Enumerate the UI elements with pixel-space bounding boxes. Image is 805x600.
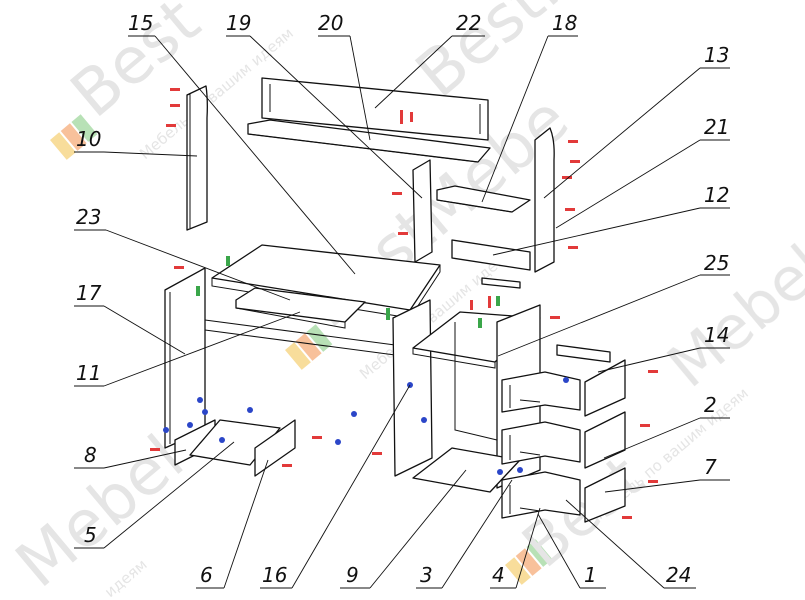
watermark-logo-top bbox=[50, 114, 98, 160]
part-6-drawer-front bbox=[254, 419, 296, 477]
callout-17: 17 bbox=[76, 281, 102, 305]
part-12-front-panel bbox=[451, 239, 531, 271]
callout-14: 14 bbox=[704, 323, 729, 347]
callout-21: 21 bbox=[704, 115, 729, 139]
part-7-drawer-front bbox=[584, 467, 626, 523]
part-16-middle-panel bbox=[392, 299, 433, 477]
pedestal-drawer-2 bbox=[501, 421, 581, 465]
pedestal-drawer-3 bbox=[501, 471, 581, 519]
leader-lines bbox=[74, 35, 730, 589]
callout-20: 20 bbox=[318, 11, 343, 35]
callout-3: 3 bbox=[420, 563, 433, 587]
part-19-upright bbox=[412, 159, 433, 263]
callout-12: 12 bbox=[704, 183, 729, 207]
part-14-drawer-front bbox=[556, 344, 626, 417]
callout-16: 16 bbox=[262, 563, 287, 587]
callout-19: 19 bbox=[226, 11, 251, 35]
part-22-back-panel bbox=[261, 77, 489, 141]
callout-7: 7 bbox=[704, 455, 717, 479]
callout-6: 6 bbox=[200, 563, 213, 587]
part-2-drawer-front bbox=[584, 411, 626, 469]
callout-18: 18 bbox=[552, 11, 577, 35]
callout-1: 1 bbox=[584, 563, 597, 587]
callout-15: 15 bbox=[128, 11, 153, 35]
callout-25: 25 bbox=[704, 251, 729, 275]
callout-5: 5 bbox=[84, 523, 97, 547]
part-11-back-rail bbox=[204, 319, 396, 356]
part-13-right-side-panel bbox=[534, 127, 555, 273]
callout-23: 23 bbox=[76, 205, 101, 229]
callout-13: 13 bbox=[704, 43, 729, 67]
fasteners-blue bbox=[163, 377, 569, 475]
part-10-side-panel bbox=[186, 85, 208, 231]
callout-11: 11 bbox=[76, 361, 101, 385]
callout-9: 9 bbox=[346, 563, 359, 587]
callout-4: 4 bbox=[492, 563, 505, 587]
fasteners-green bbox=[196, 256, 500, 328]
watermark-mebel-bottom-left: Mebel bbox=[3, 422, 198, 600]
part-23-keyboard-shelf bbox=[235, 287, 366, 329]
watermark-logo-mid bbox=[285, 324, 333, 370]
watermark-mebel-mid: Mebel bbox=[655, 232, 805, 402]
part-21-strip bbox=[481, 277, 521, 289]
part-20-top-shelf bbox=[247, 119, 491, 163]
watermark-ideas-bottom: идеям bbox=[101, 555, 151, 600]
pedestal-drawer-1 bbox=[501, 371, 581, 413]
callout-2: 2 bbox=[704, 393, 717, 417]
callout-10: 10 bbox=[76, 127, 101, 151]
callout-numbers: 15 19 20 22 18 13 10 21 23 12 25 17 11 1… bbox=[76, 11, 729, 587]
callout-22: 22 bbox=[456, 11, 481, 35]
watermark-logo-bottom bbox=[505, 539, 553, 585]
callout-8: 8 bbox=[84, 443, 97, 467]
fasteners-red bbox=[150, 88, 658, 519]
callout-24: 24 bbox=[666, 563, 691, 587]
